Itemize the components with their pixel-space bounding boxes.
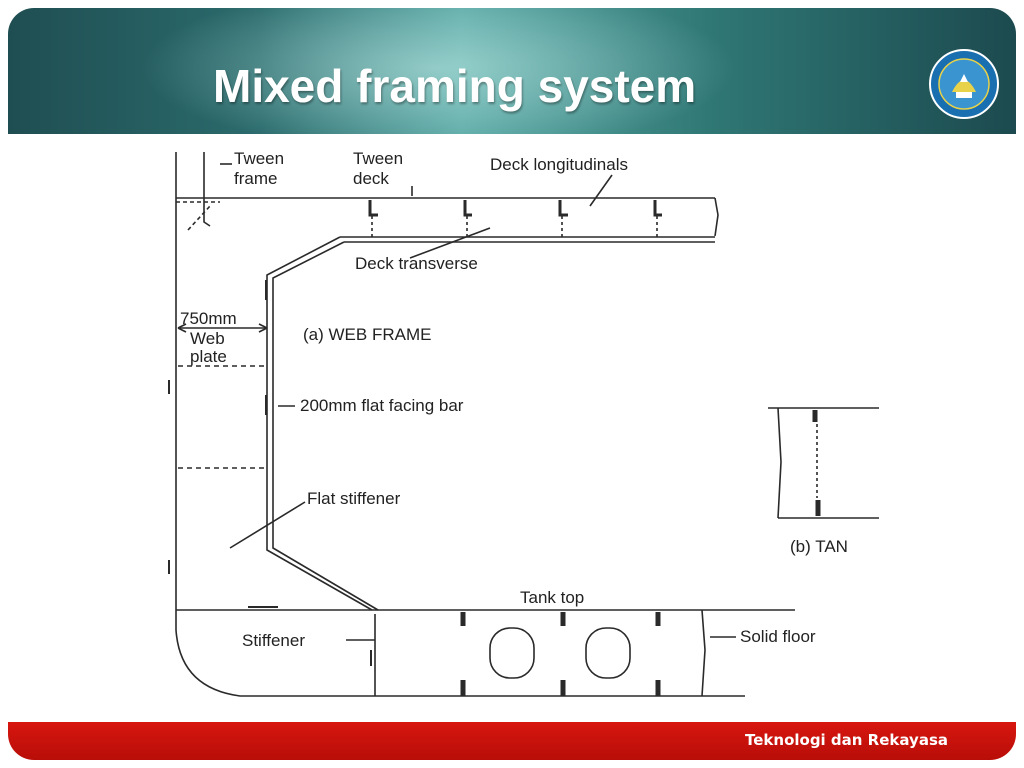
label-tween-frame-2: frame [234,169,277,188]
tank-section-longitudinals [812,410,821,516]
dimension-arrows [177,323,268,333]
label-web-frame: (a) WEB FRAME [303,325,431,344]
bottom-longitudinal-marks [460,612,661,696]
deck-longitudinal-marks [368,200,662,217]
label-tween-deck-2: deck [353,169,389,188]
lightening-hole-1 [489,627,535,679]
label-solid-floor: Solid floor [740,627,816,646]
tween-frame-knee [176,201,220,231]
label-tween-frame-1: Tween [234,149,284,168]
mixed-framing-diagram: Tween frame Tween deck Deck longitudinal… [150,140,890,712]
label-tween-deck-1: Tween [353,149,403,168]
slide-footer: Teknologi dan Rekayasa [8,722,1016,760]
slide-header: Mixed framing system [8,8,1016,134]
label-web-plate-3: plate [190,347,227,366]
label-flat-stiffener: Flat stiffener [307,489,401,508]
label-stiffener: Stiffener [242,631,305,650]
lightening-hole-2 [585,627,631,679]
tut-wuri-handayani-logo [929,49,999,119]
label-web-plate-1: 750mm [180,309,237,328]
leader-flat-stiffener [229,501,306,549]
label-deck-transverse: Deck transverse [355,254,478,273]
label-tank-top: Tank top [520,588,584,607]
diagram-labels: Tween frame Tween deck Deck longitudinal… [180,149,848,650]
tween-frame [203,152,211,227]
footer-text: Teknologi dan Rekayasa [745,731,948,749]
label-tank-section: (b) TAN [790,537,848,556]
label-deck-longitudinals: Deck longitudinals [490,155,628,174]
hull-outline [175,152,745,697]
weld-marks [168,280,372,666]
leader-deck-longitudinals [589,174,613,207]
label-web-plate-2: Web [190,329,225,348]
header-shine [88,8,788,134]
label-facing-bar: 200mm flat facing bar [300,396,464,415]
leader-deck-transverse [409,227,491,259]
slide-title: Mixed framing system [213,60,697,112]
web-frame-facing [272,241,379,611]
tank-break [701,609,706,697]
diagram-svg: Tween frame Tween deck Deck longitudinal… [168,149,879,697]
deck-longitudinal-dashes [371,216,658,237]
deck-break [714,197,719,237]
tank-section-outline [768,407,879,519]
web-plate-dashes [178,365,267,469]
